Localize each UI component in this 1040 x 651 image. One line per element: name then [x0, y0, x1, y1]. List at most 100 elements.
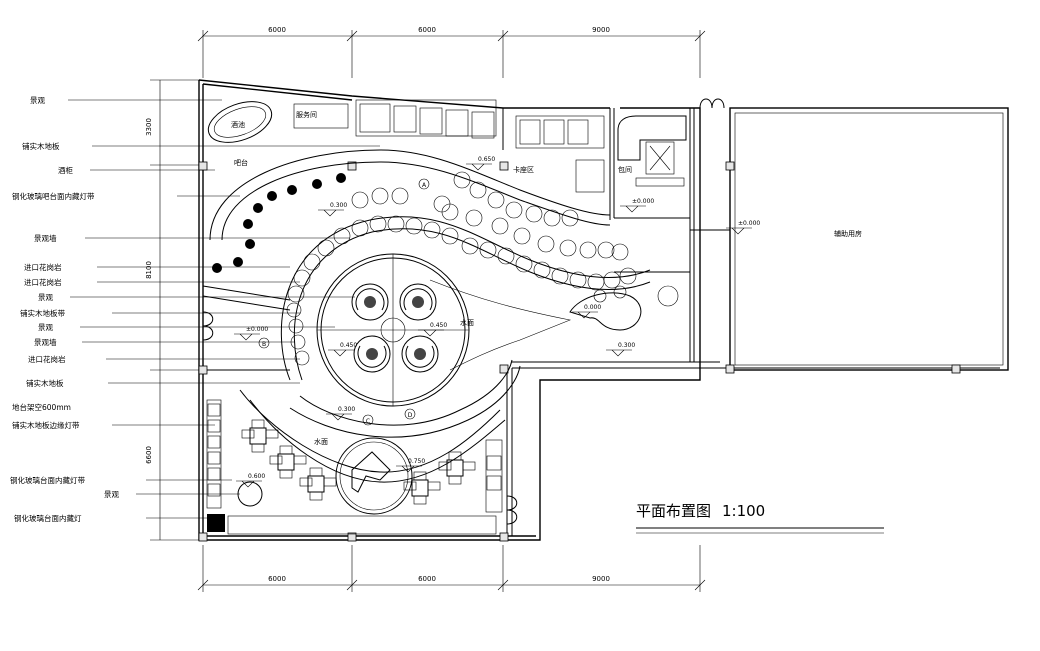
planter-circle — [369, 215, 387, 233]
planter-circle — [515, 255, 533, 273]
level-marker: ±0.000 — [620, 198, 654, 213]
small-pool — [569, 292, 642, 331]
drawing-title: 平面布置图 1:100 — [636, 502, 884, 534]
door-bottom-right — [506, 495, 518, 525]
planter-circle — [551, 267, 569, 285]
dim-top-1: 6000 — [268, 26, 286, 34]
planter-circles — [286, 171, 679, 366]
level-marker: 0.600 — [236, 473, 265, 488]
callout-15: 铺实木地板边缘灯带 — [12, 420, 80, 430]
bar-stools — [212, 173, 346, 273]
dim-left-3: 6600 — [145, 446, 153, 464]
level-marker: ±0.000 — [726, 220, 760, 235]
level-marker: 0.650 — [466, 156, 495, 171]
level-marker: 0.300 — [326, 406, 355, 421]
label-bar: 吧台 — [234, 158, 248, 167]
planter-circle — [317, 239, 335, 257]
level-marker-text: 0.300 — [618, 342, 635, 349]
level-marker-text: ±0.000 — [632, 198, 654, 205]
planter-circle — [619, 267, 637, 285]
planter-circle — [611, 243, 629, 261]
dimension-top: 6000 6000 9000 — [197, 26, 706, 78]
central-platform: 水面 水面 — [280, 216, 651, 446]
level-marker-text: ±0.000 — [246, 326, 268, 333]
marker-c: C — [366, 418, 370, 425]
label-private-room: 包间 — [618, 165, 632, 174]
dining-area — [206, 389, 506, 535]
planter-circle — [543, 209, 561, 227]
level-marker-text: ±0.000 — [738, 220, 760, 227]
planter-circle — [287, 285, 305, 303]
section-markers: A B C D — [258, 178, 430, 426]
door-left — [202, 311, 214, 341]
planter-circle — [491, 217, 509, 235]
level-markers: 0.6500.3000.450±0.0000.4500.300±0.0000.0… — [234, 156, 760, 488]
label-water-surface: 水面 — [460, 318, 474, 327]
planter-circle — [405, 217, 423, 235]
level-marker-text: 0.750 — [408, 458, 425, 465]
callout-7: 进口花岗岩 — [24, 277, 62, 287]
callout-2: 铺实木地板 — [22, 141, 60, 151]
planter-circle — [657, 285, 679, 307]
planter-circle — [453, 171, 471, 189]
planter-circle — [579, 241, 597, 259]
planter-circle — [288, 318, 304, 334]
level-marker: 0.000 — [572, 304, 601, 319]
planter-circle — [561, 209, 579, 227]
level-marker-text: 0.300 — [338, 406, 355, 413]
planter-circle — [603, 271, 621, 289]
dim-bottom-1: 6000 — [268, 575, 286, 583]
callout-5: 景观墙 — [34, 233, 57, 243]
callout-13: 铺实木地板 — [26, 378, 64, 388]
planter-circle — [597, 241, 615, 259]
level-marker: 0.450 — [328, 342, 357, 357]
auxiliary-room — [729, 107, 1009, 371]
dimension-left: 3300 8100 6600 — [145, 79, 200, 541]
callout-14: 地台架空600mm — [12, 402, 71, 412]
door-top-right — [699, 98, 725, 109]
level-marker-text: 0.600 — [248, 473, 265, 480]
planter-circle — [569, 271, 587, 289]
planter-circle — [505, 201, 523, 219]
level-marker: ±0.000 — [234, 326, 268, 341]
callouts: 景观 铺实木地板 酒柜 钢化玻璃吧台面内藏灯带 景观墙 进口花岗岩 进口花岗岩 … — [10, 96, 380, 523]
planter-circle — [525, 205, 543, 223]
planter-circle — [533, 261, 551, 279]
dim-top-3: 9000 — [592, 26, 610, 34]
planter-circle — [286, 302, 302, 318]
planter-circle — [290, 334, 306, 350]
callout-17: 景观 — [104, 490, 119, 499]
marker-d: D — [408, 412, 413, 419]
label-water-surface-2: 水面 — [314, 437, 328, 446]
callout-16: 钢化玻璃台面内藏灯带 — [10, 475, 85, 485]
round-booths — [351, 283, 439, 373]
planter-circle — [294, 350, 310, 366]
private-room: 包间 — [617, 115, 687, 187]
planter-circle — [461, 237, 479, 255]
planter-circle — [479, 241, 497, 259]
planter-circle — [513, 227, 531, 245]
planter-circle — [391, 187, 409, 205]
dimension-bottom: 6000 6000 9000 — [197, 545, 706, 592]
callout-12: 进口花岗岩 — [28, 354, 66, 364]
label-water-feature: 酒池 — [231, 120, 245, 129]
planter-circle — [559, 239, 577, 257]
callout-18: 钢化玻璃台面内藏灯 — [14, 513, 82, 523]
dining-table-set — [403, 471, 441, 505]
dim-left-1: 3300 — [145, 118, 153, 136]
level-marker-text: 0.650 — [478, 156, 495, 163]
callout-9: 铺实木地板带 — [20, 308, 65, 318]
dim-top-2: 6000 — [418, 26, 436, 34]
planter-circle — [303, 253, 321, 271]
level-marker-text: 0.300 — [330, 202, 347, 209]
dining-table-set — [438, 451, 476, 485]
planter-circle — [593, 289, 607, 303]
title-scale: 1:100 — [722, 502, 765, 520]
level-marker: 0.300 — [606, 342, 635, 357]
planter-circle — [387, 215, 405, 233]
callout-8: 景观 — [38, 293, 53, 302]
callout-6: 进口花岗岩 — [24, 262, 62, 272]
planter-circle — [497, 247, 515, 265]
dining-tables — [241, 419, 476, 505]
